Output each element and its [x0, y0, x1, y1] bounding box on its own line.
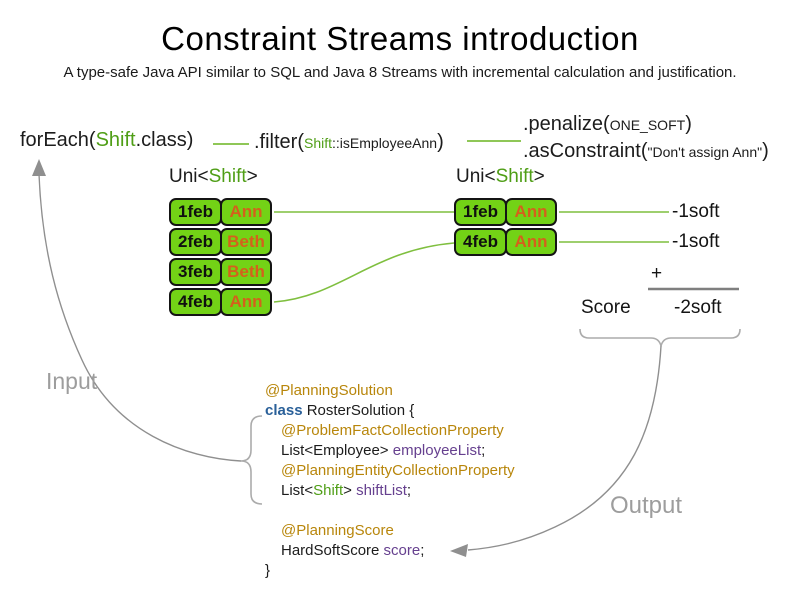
link-row-4feb [273, 242, 455, 303]
code-segment: ; [481, 442, 486, 459]
shift-date-cell: 4feb [454, 228, 507, 256]
code-line: @PlanningScore [265, 521, 515, 541]
row-score-1: -1soft [672, 201, 720, 222]
shift-date-cell: 1feb [169, 198, 222, 226]
text-segment: .asConstraint( [523, 140, 648, 162]
score-label: Score [581, 297, 631, 318]
code-line: List<Shift> shiftList; [265, 481, 515, 501]
code-line: @PlanningEntityCollectionProperty [265, 461, 515, 481]
code-segment: ; [420, 542, 425, 559]
code-segment: ; [406, 482, 412, 499]
text-segment: Uni< [456, 166, 496, 187]
row-score-2: -1soft [672, 231, 720, 252]
text-segment: Uni< [169, 166, 209, 187]
text-segment: .class) [135, 129, 194, 151]
input-arrowhead-icon [32, 159, 46, 176]
text-segment: forEach( [20, 129, 96, 151]
page-title: Constraint Streams introduction [161, 20, 639, 57]
code-segment: List<Employee> [281, 442, 393, 459]
code-segment: score [383, 542, 421, 559]
text-segment: Shift [304, 135, 333, 151]
code-segment: shiftList [356, 482, 407, 499]
foreach-expression: forEach(Shift.class) [20, 129, 193, 152]
text-segment: Shift [95, 129, 136, 151]
code-segment: @PlanningScore [281, 522, 394, 539]
code-line: HardSoftScore score; [265, 541, 515, 561]
code-line: @ProblemFactCollectionProperty [265, 421, 515, 441]
text-segment: Shift [208, 166, 247, 187]
code-segment: } [265, 562, 271, 579]
code-segment: employeeList [392, 442, 482, 459]
score-brace [579, 328, 741, 347]
shift-employee-cell: Ann [220, 288, 272, 316]
shift-employee-cell: Beth [220, 228, 272, 256]
text-segment: > [533, 166, 545, 187]
shift-employee-cell: Ann [220, 198, 272, 226]
asconstraint-expression: .asConstraint("Don't assign Ann") [523, 140, 769, 163]
total-score: -2soft [674, 297, 722, 318]
code-segment: List< [281, 482, 314, 499]
code-brace [240, 415, 263, 505]
code-segment: > [343, 482, 357, 499]
text-segment: ) [437, 131, 444, 153]
text-segment: ) [762, 140, 769, 162]
text-segment: > [246, 166, 258, 187]
penalize-expression: .penalize(ONE_SOFT) [523, 113, 692, 136]
code-segment: @ProblemFactCollectionProperty [281, 422, 504, 439]
text-segment: ) [685, 113, 692, 135]
text-segment: .filter( [254, 131, 304, 153]
code-segment: @PlanningSolution [265, 382, 393, 399]
right-uni-shift-label: Uni<Shift> [456, 166, 545, 188]
page-subtitle: A type-safe Java API similar to SQL and … [63, 64, 737, 81]
text-segment: .penalize( [523, 113, 610, 135]
code-segment: Shift [313, 482, 344, 499]
code-line: List<Employee> employeeList; [265, 441, 515, 461]
code-segment: class [265, 402, 303, 419]
text-segment: Shift [495, 166, 534, 187]
shift-employee-cell: Ann [505, 198, 557, 226]
code-segment: RosterSolution { [302, 402, 415, 419]
code-line [265, 501, 515, 521]
code-line: class RosterSolution { [265, 401, 515, 421]
left-uni-shift-label: Uni<Shift> [169, 166, 258, 188]
shift-date-cell: 4feb [169, 288, 222, 316]
filter-expression: .filter(Shift::isEmployeeAnn) [254, 131, 444, 154]
input-label: Input [46, 368, 98, 394]
text-segment: "Don't assign Ann" [647, 144, 763, 160]
code-line: } [265, 561, 515, 581]
plus-sign: + [651, 263, 663, 284]
shift-date-cell: 1feb [454, 198, 507, 226]
shift-employee-cell: Ann [505, 228, 557, 256]
text-segment: ONE_SOFT [609, 117, 686, 133]
text-segment: ::isEmployeeAnn [332, 135, 438, 151]
output-label: Output [610, 492, 683, 519]
code-segment: HardSoftScore [281, 542, 384, 559]
shift-employee-cell: Beth [220, 258, 272, 286]
code-line: @PlanningSolution [265, 381, 515, 401]
shift-date-cell: 2feb [169, 228, 222, 256]
code-segment: @PlanningEntityCollectionProperty [281, 462, 515, 479]
shift-date-cell: 3feb [169, 258, 222, 286]
